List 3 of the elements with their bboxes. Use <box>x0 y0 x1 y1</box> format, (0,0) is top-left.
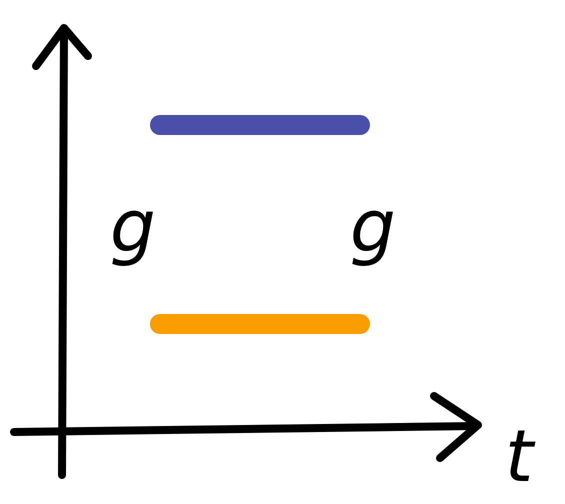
energy-level-bar <box>150 314 370 334</box>
energy-level-bar <box>150 115 370 135</box>
axis-label: t <box>505 420 534 492</box>
